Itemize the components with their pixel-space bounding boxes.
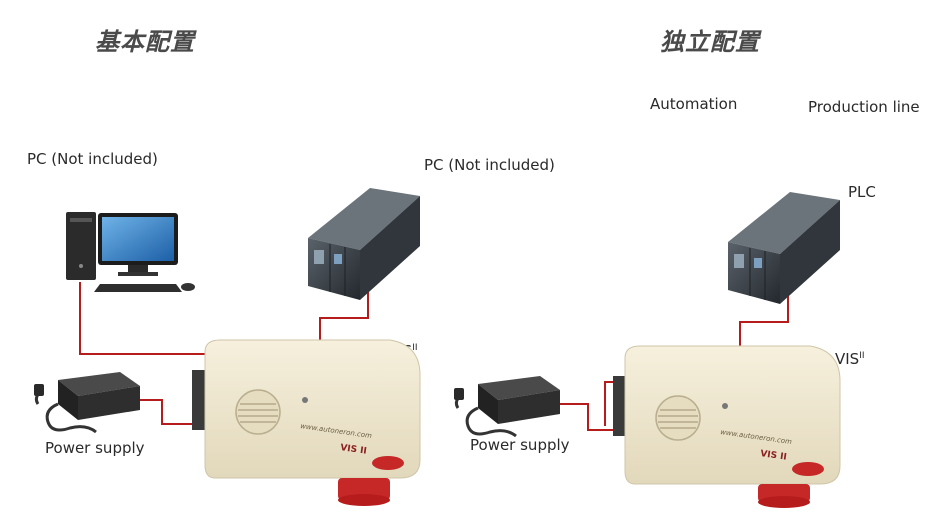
- pc-label: PC (Not included): [27, 150, 158, 168]
- power-supply-label-standalone: Power supply: [470, 436, 570, 454]
- automation-label: Automation: [650, 95, 738, 113]
- standalone-config-title: 独立配置: [660, 28, 760, 56]
- plc-to-vis-cable-basic: [319, 284, 369, 357]
- device-model-text: VIS II: [340, 443, 368, 457]
- power-to-vis-cable-basic: [140, 399, 205, 425]
- basic-config-title: 基本配置: [95, 28, 195, 56]
- vis-device-basic: www.autoneron.com VIS II: [192, 339, 421, 506]
- pc-to-vis-cable-basic: [79, 282, 205, 355]
- device-model-text-standalone: VIS II: [760, 449, 788, 463]
- power-supply-label-basic: Power supply: [45, 439, 145, 457]
- production-line-label: Production line: [808, 98, 920, 116]
- power-to-vis-cable-standalone: [558, 403, 625, 431]
- pc-computer-icon: [66, 212, 195, 292]
- power-supply-icon-basic: [34, 372, 140, 434]
- plc-label-basic: PC (Not included): [424, 156, 555, 174]
- power-supply-icon-standalone: [454, 376, 560, 438]
- vis-label-standalone: VISII: [835, 350, 865, 368]
- plc-to-vis-cable-standalone: [739, 288, 789, 362]
- plc-label: PLC: [848, 183, 876, 201]
- vis-device-standalone: www.autoneron.com VIS II: [613, 345, 841, 508]
- plc-controller-icon-basic: [308, 188, 420, 300]
- plc-controller-icon-standalone: [728, 192, 840, 304]
